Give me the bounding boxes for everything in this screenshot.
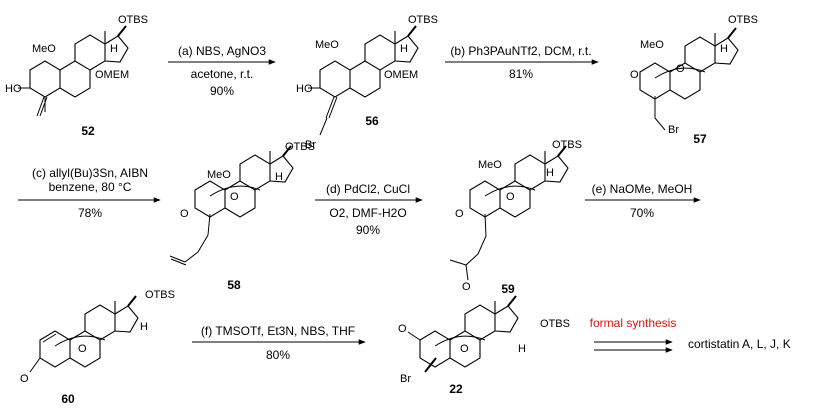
label-h: H [275, 171, 283, 183]
step-d-yield: 90% [355, 223, 381, 237]
step-c-yield: 78% [77, 206, 103, 220]
label-otbs: OTBS [118, 14, 148, 26]
label-o: O [462, 281, 471, 293]
formal-synthesis-label: formal synthesis [589, 316, 677, 330]
step-b-yield: 81% [508, 67, 534, 81]
label-otbs: OTBS [285, 141, 315, 153]
label-omem: OMEM [95, 69, 129, 81]
label-ho: HO [5, 83, 22, 95]
label-o: O [506, 191, 515, 203]
label-h: H [720, 43, 728, 55]
label-h: H [110, 43, 118, 55]
step-b-reagent: (b) Ph3PAuNTf2, DCM, r.t. [450, 44, 592, 58]
step-e-yield: 70% [629, 206, 655, 220]
label-otbs: OTBS [552, 139, 582, 151]
structure-52: OTBS MeO HO OMEM H [5, 14, 148, 117]
label-omem: OMEM [384, 69, 418, 81]
structure-59: OTBS MeO O O H O [449, 139, 582, 293]
target-compounds: cortistatin A, L, J, K [688, 337, 791, 351]
label-o: O [20, 373, 29, 385]
compound-number-57: 57 [693, 132, 707, 146]
label-o: O [455, 208, 464, 220]
label-o: O [630, 69, 639, 81]
label-o: O [180, 208, 189, 220]
step-f-yield: 80% [265, 348, 291, 362]
structure-60: OTBS O O H [20, 289, 175, 385]
label-o: O [398, 323, 407, 335]
compound-number-56: 56 [365, 114, 379, 128]
step-e-reagent: (e) NaOMe, MeOH [591, 182, 693, 196]
structure-58: OTBS MeO O O H [169, 141, 315, 266]
label-otbs: OTBS [540, 318, 570, 330]
label-otbs: OTBS [408, 14, 438, 26]
label-br: Br [305, 139, 316, 151]
label-meo: MeO [315, 39, 339, 51]
step-d-solvent: O2, DMF-H2O [329, 206, 407, 220]
label-o: O [460, 343, 469, 355]
label-o: O [78, 343, 87, 355]
step-d-reagent: (d) PdCl2, CuCl [325, 182, 411, 196]
step-c-solvent: benzene, 80 °C [48, 180, 132, 194]
compound-number-58: 58 [227, 278, 241, 292]
label-ho: HO [296, 83, 313, 95]
step-c-reagent: (c) allyl(Bu)3Sn, AIBN [31, 166, 149, 180]
structure-57: OTBS MeO O O H Br [630, 14, 758, 136]
compound-number-22: 22 [449, 382, 463, 396]
label-h: H [546, 167, 554, 179]
label-otbs: OTBS [728, 14, 758, 26]
step-a-yield: 90% [209, 84, 235, 98]
label-o: O [676, 63, 685, 75]
compound-number-59: 59 [501, 282, 515, 296]
compound-number-52: 52 [81, 124, 95, 138]
label-meo: MeO [478, 159, 502, 171]
step-a-reagent: (a) NBS, AgNO3 [177, 44, 267, 58]
label-meo: MeO [640, 39, 664, 51]
step-f-reagent: (f) TMSOTf, Et3N, NBS, THF [200, 324, 356, 338]
label-br: Br [400, 373, 411, 385]
structure-22: OTBS O Br O H [398, 295, 570, 385]
label-otbs: OTBS [145, 289, 175, 301]
step-a-solvent: acetone, r.t. [190, 67, 254, 81]
label-meo: MeO [32, 43, 56, 55]
label-o: O [230, 191, 239, 203]
label-meo: MeO [207, 169, 231, 181]
label-h: H [400, 43, 408, 55]
compound-number-60: 60 [61, 392, 75, 406]
label-h: H [518, 343, 526, 355]
label-h: H [140, 321, 148, 333]
structure-56: OTBS MeO HO OMEM H Br [296, 14, 438, 151]
label-br: Br [668, 124, 679, 136]
